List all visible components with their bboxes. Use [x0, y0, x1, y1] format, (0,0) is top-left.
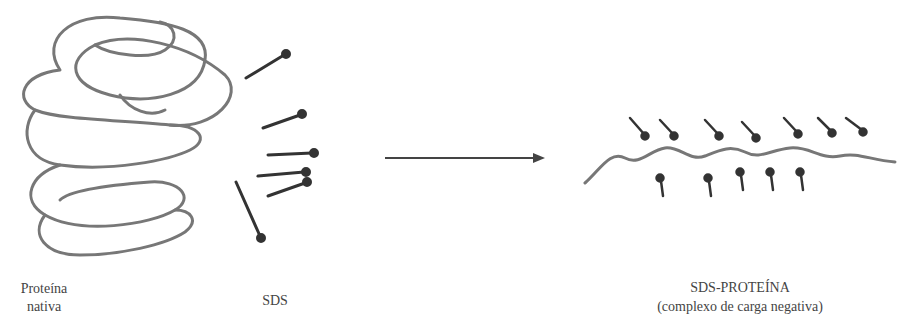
reaction-arrow — [385, 153, 545, 163]
complex-label: SDS-PROTEÍNA — [620, 279, 860, 297]
bound-sds — [630, 118, 867, 196]
protein-label: Proteína nativa — [4, 280, 84, 315]
complex-note: (complexo de carga negativa) — [600, 298, 880, 316]
denatured-chain — [585, 148, 895, 183]
native-protein — [24, 17, 232, 255]
sds-molecules — [236, 51, 318, 242]
sds-label: SDS — [250, 292, 300, 310]
